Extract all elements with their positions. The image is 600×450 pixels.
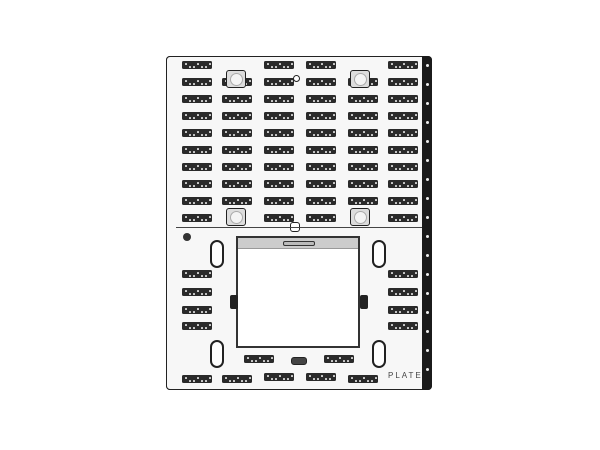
switch-slot — [222, 129, 252, 137]
mount-boss-bottom-right — [350, 208, 370, 226]
switch-slot — [388, 180, 418, 188]
switch-slot — [182, 306, 212, 314]
switch-slot — [306, 180, 336, 188]
switch-slot — [264, 197, 294, 205]
led-window — [291, 357, 307, 365]
mount-boss-top-left — [226, 70, 246, 88]
switch-slot — [182, 270, 212, 278]
switch-slot — [222, 163, 252, 171]
mount-boss-top-right — [350, 70, 370, 88]
switch-slot — [348, 129, 378, 137]
keyhole-slot — [372, 340, 386, 368]
logo-badge-icon — [183, 233, 191, 241]
switch-slot — [244, 355, 274, 363]
keyhole-slot — [372, 240, 386, 268]
switch-slot — [388, 61, 418, 69]
switch-slot — [222, 197, 252, 205]
switch-slot — [182, 180, 212, 188]
center-window-cutout — [236, 236, 360, 348]
switch-slot — [182, 112, 212, 120]
side-clip — [360, 295, 368, 309]
right-mounting-rail — [422, 56, 432, 390]
switch-slot — [182, 78, 212, 86]
switch-slot — [306, 197, 336, 205]
switch-slot — [264, 78, 294, 86]
switch-slot — [348, 197, 378, 205]
switch-slot — [182, 95, 212, 103]
plate-label: PLATE — [388, 371, 423, 380]
switch-slot — [348, 112, 378, 120]
switch-slot — [388, 95, 418, 103]
keyhole-slot — [210, 340, 224, 368]
switch-slot — [306, 129, 336, 137]
switch-slot — [348, 163, 378, 171]
switch-slot — [264, 163, 294, 171]
switch-slot — [182, 375, 212, 383]
switch-slot — [306, 373, 336, 381]
switch-slot — [306, 214, 336, 222]
switch-slot — [348, 95, 378, 103]
switch-slot — [388, 288, 418, 296]
switch-slot — [324, 355, 354, 363]
switch-slot — [182, 163, 212, 171]
switch-slot — [388, 270, 418, 278]
keyhole-slot — [210, 240, 224, 268]
switch-slot — [182, 129, 212, 137]
switch-slot — [388, 306, 418, 314]
switch-slot — [388, 78, 418, 86]
switch-slot — [388, 197, 418, 205]
switch-slot — [388, 129, 418, 137]
switch-slot — [264, 61, 294, 69]
switch-slot — [348, 180, 378, 188]
switch-slot — [306, 95, 336, 103]
switch-slot — [182, 197, 212, 205]
switch-slot — [264, 373, 294, 381]
switch-slot — [182, 146, 212, 154]
switch-slot — [182, 288, 212, 296]
switch-slot — [222, 112, 252, 120]
switch-slot — [222, 95, 252, 103]
switch-slot — [264, 112, 294, 120]
switch-slot — [264, 95, 294, 103]
switch-slot — [306, 78, 336, 86]
plate-divider — [176, 227, 422, 228]
switch-slot — [348, 146, 378, 154]
switch-slot — [388, 322, 418, 330]
switch-slot — [264, 180, 294, 188]
switch-slot — [306, 163, 336, 171]
switch-slot — [306, 146, 336, 154]
switch-slot — [388, 112, 418, 120]
switch-slot — [388, 214, 418, 222]
screw-hole — [293, 75, 300, 82]
switch-slot — [182, 61, 212, 69]
side-clip — [230, 295, 238, 309]
switch-slot — [182, 214, 212, 222]
switch-slot — [264, 146, 294, 154]
switch-slot — [222, 146, 252, 154]
switch-slot — [222, 180, 252, 188]
switch-slot — [182, 322, 212, 330]
switch-slot — [264, 214, 294, 222]
switch-slot — [388, 163, 418, 171]
mount-boss-bottom-left — [226, 208, 246, 226]
switch-slot — [388, 146, 418, 154]
switch-slot — [306, 112, 336, 120]
switch-slot — [222, 375, 252, 383]
switch-slot — [306, 61, 336, 69]
switch-slot — [348, 375, 378, 383]
switch-slot — [264, 129, 294, 137]
